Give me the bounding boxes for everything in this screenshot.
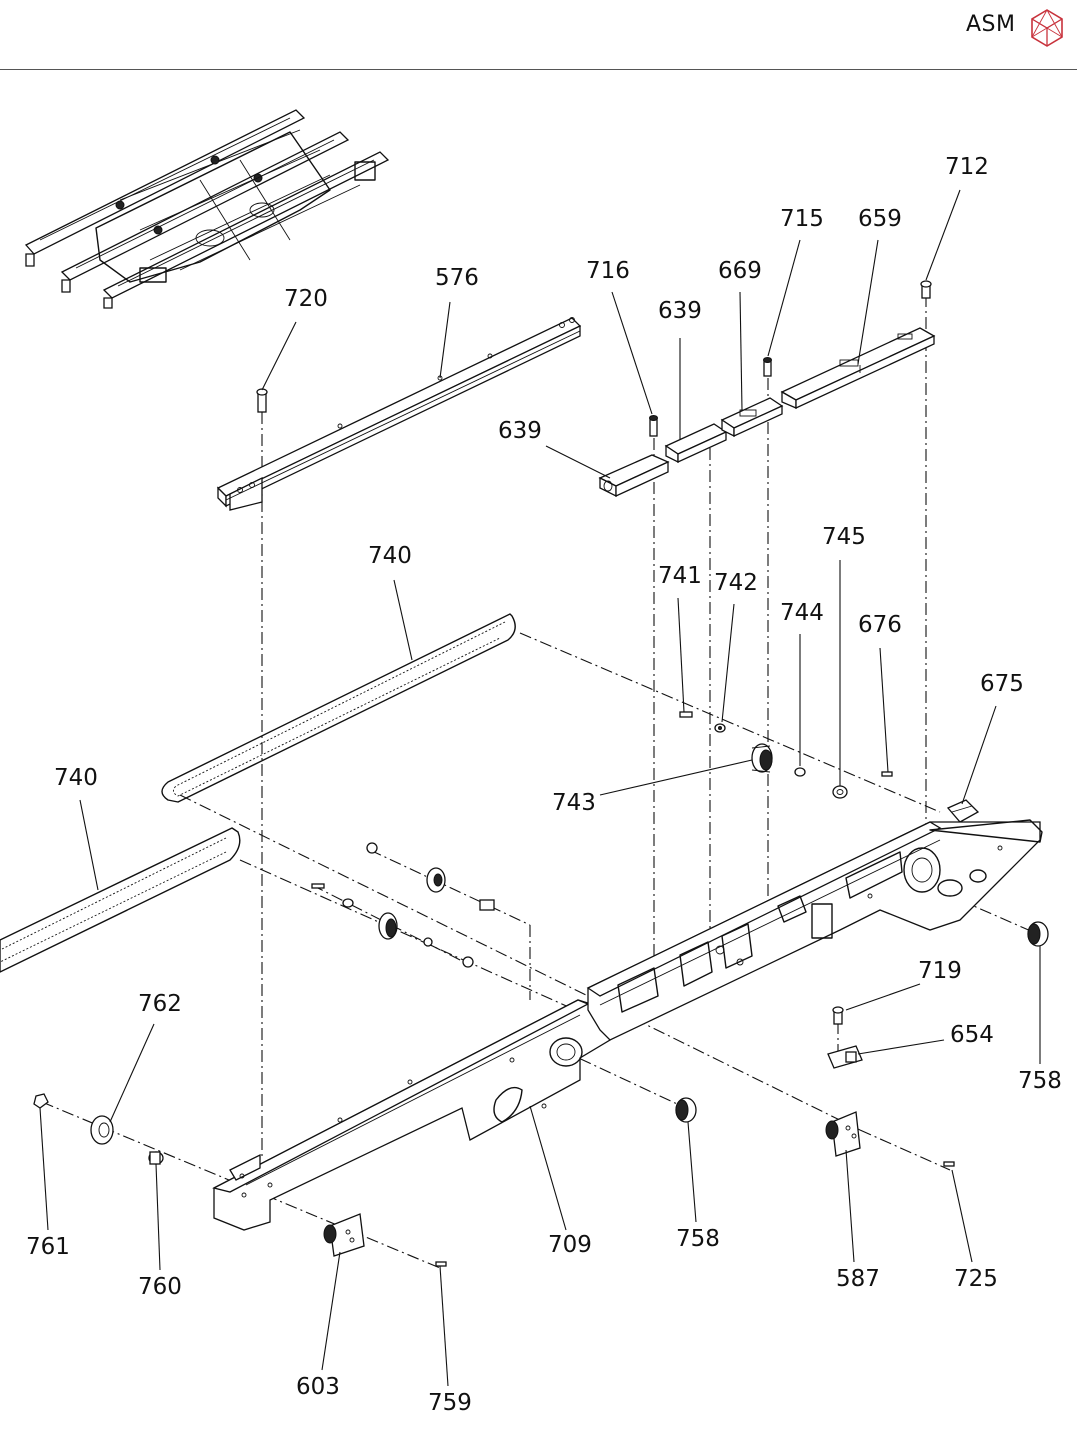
callout-576: 576 <box>435 265 479 291</box>
side-frame-709 <box>214 1000 610 1230</box>
main-rail-frame <box>588 820 1042 1040</box>
belt-740-upper <box>162 614 515 802</box>
tensioner-603 <box>324 1214 364 1256</box>
bushing-760 <box>149 1152 163 1164</box>
gear-743 <box>752 744 772 772</box>
callout-741: 741 <box>658 563 702 589</box>
pin-676 <box>882 772 892 776</box>
nut-761 <box>34 1094 48 1108</box>
callout-715: 715 <box>780 206 824 232</box>
roller-758-right <box>1028 922 1048 946</box>
callout-725: 725 <box>954 1266 998 1292</box>
callout-762: 762 <box>138 991 182 1017</box>
guide-block-639-front <box>600 455 668 496</box>
roller-758-center <box>676 1098 696 1122</box>
callout-716: 716 <box>586 258 630 284</box>
callout-758-right: 758 <box>1018 1068 1062 1094</box>
callout-720: 720 <box>284 286 328 312</box>
callout-709: 709 <box>548 1232 592 1258</box>
guide-block-659 <box>782 328 934 408</box>
callout-639-rear: 639 <box>658 298 702 324</box>
clip-654 <box>828 1046 862 1068</box>
bushing-745 <box>833 786 847 798</box>
callout-712: 712 <box>945 154 989 180</box>
callout-758-center: 758 <box>676 1226 720 1252</box>
callout-740-lower: 740 <box>54 765 98 791</box>
guide-block-639-rear <box>666 424 726 462</box>
callout-675: 675 <box>980 671 1024 697</box>
callout-761: 761 <box>26 1234 70 1260</box>
callout-659: 659 <box>858 206 902 232</box>
guide-block-669 <box>722 398 782 436</box>
callout-587: 587 <box>836 1266 880 1292</box>
callout-669: 669 <box>718 258 762 284</box>
callout-760: 760 <box>138 1274 182 1300</box>
pulley-762 <box>91 1116 113 1144</box>
callout-742: 742 <box>714 570 758 596</box>
screw-719 <box>833 1007 843 1024</box>
pin-725 <box>944 1162 954 1166</box>
screw-715 <box>764 358 772 377</box>
callout-743: 743 <box>552 790 596 816</box>
pin-759 <box>436 1262 446 1266</box>
screw-720 <box>257 389 267 412</box>
callout-745: 745 <box>822 524 866 550</box>
screw-712 <box>921 281 931 298</box>
callout-759: 759 <box>428 1390 472 1416</box>
belt-740-lower <box>0 828 240 972</box>
callout-leader-lines <box>40 190 1040 1386</box>
callout-676: 676 <box>858 612 902 638</box>
rail-576 <box>218 318 580 511</box>
bracket-675 <box>948 800 978 822</box>
assembly-overview-thumbnail <box>26 110 388 308</box>
washer-742 <box>715 724 725 732</box>
screw-716 <box>650 416 658 437</box>
callout-639-front: 639 <box>498 418 542 444</box>
shaft-741 <box>680 712 692 717</box>
callout-740-upper: 740 <box>368 543 412 569</box>
callout-603: 603 <box>296 1374 340 1400</box>
callout-654: 654 <box>950 1022 994 1048</box>
callout-719: 719 <box>918 958 962 984</box>
washer-744 <box>795 768 805 776</box>
callout-744: 744 <box>780 600 824 626</box>
tensioner-587 <box>826 1112 860 1156</box>
